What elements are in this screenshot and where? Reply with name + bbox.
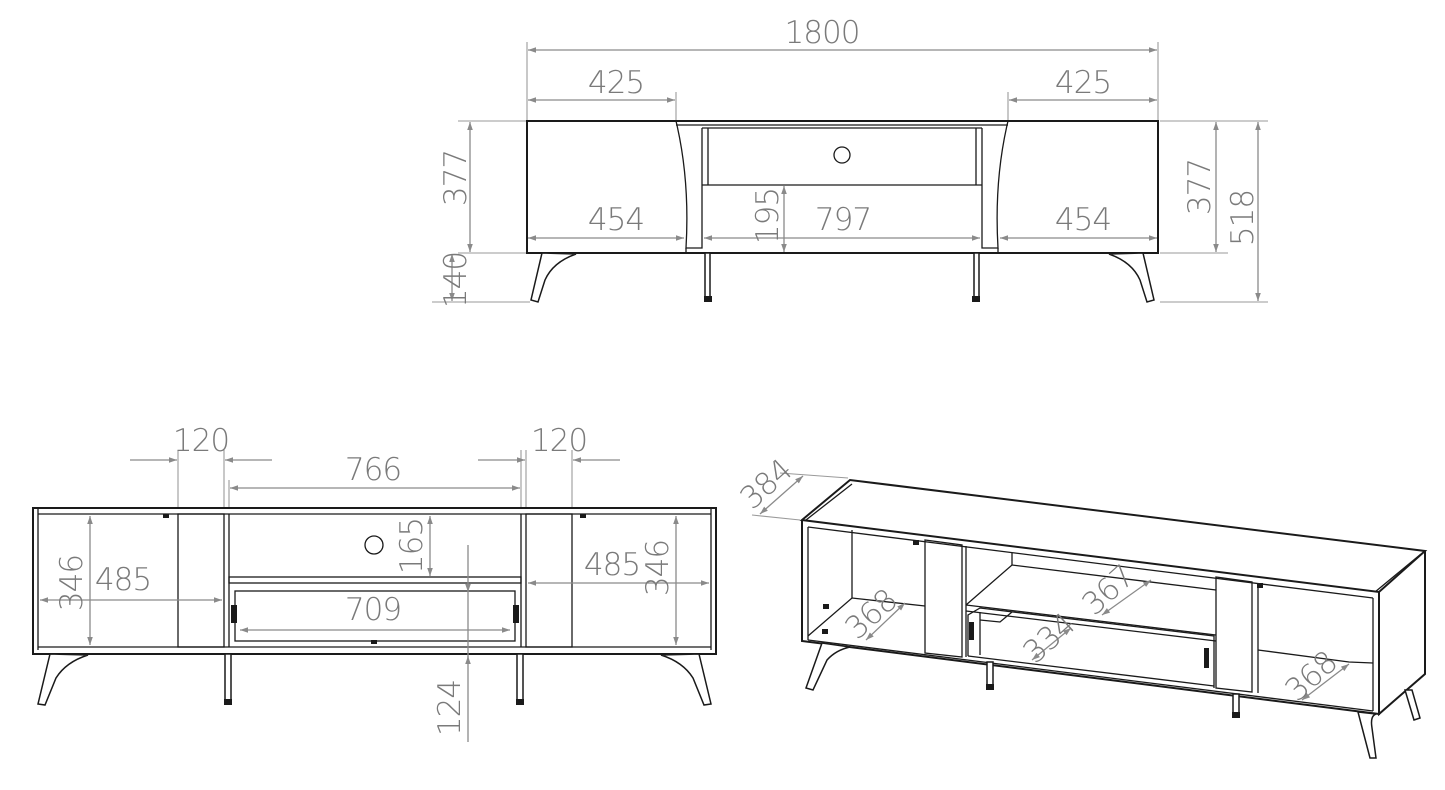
dim-leg-height: 140 bbox=[438, 252, 474, 308]
dim-overall-height: 518 bbox=[1225, 190, 1261, 246]
dim-left-door-width: 425 bbox=[588, 65, 644, 101]
dim-right-compartment-width: 485 bbox=[584, 547, 640, 583]
dim-center-opening-width: 766 bbox=[345, 452, 401, 488]
dim-drawer-depth: 334 bbox=[1016, 606, 1082, 670]
dim-shelf-clearance: 165 bbox=[394, 518, 430, 574]
dim-drawer-height: 124 bbox=[432, 680, 468, 736]
dim-right-divider-width: 120 bbox=[531, 423, 587, 459]
dim-right-body-height: 377 bbox=[1182, 159, 1218, 215]
dim-right-inner-width: 454 bbox=[1055, 202, 1111, 238]
dim-right-compartment-height: 346 bbox=[640, 540, 676, 596]
dim-left-body-height: 377 bbox=[438, 150, 474, 206]
dim-left-inner-width: 454 bbox=[588, 202, 644, 238]
dim-depth: 384 bbox=[733, 452, 799, 516]
dim-left-inner-depth: 368 bbox=[838, 582, 904, 646]
dim-left-compartment-height: 346 bbox=[54, 555, 90, 611]
dim-right-door-width: 425 bbox=[1055, 65, 1111, 101]
isometric-view: 384 bbox=[733, 452, 1428, 759]
dim-drawer-gap-height: 195 bbox=[750, 188, 786, 244]
dim-left-compartment-width: 485 bbox=[95, 562, 151, 598]
dim-overall-width: 1800 bbox=[785, 15, 860, 51]
front-view-open: 120 120 766 485 485 709 346 346 165 124 bbox=[32, 423, 717, 742]
front-view-closed: 1800 425 425 454 797 454 377 140 195 377… bbox=[432, 15, 1268, 308]
dim-drawer-width: 709 bbox=[345, 592, 401, 628]
dim-left-divider-width: 120 bbox=[173, 423, 229, 459]
dim-center-inner-width: 797 bbox=[815, 202, 871, 238]
